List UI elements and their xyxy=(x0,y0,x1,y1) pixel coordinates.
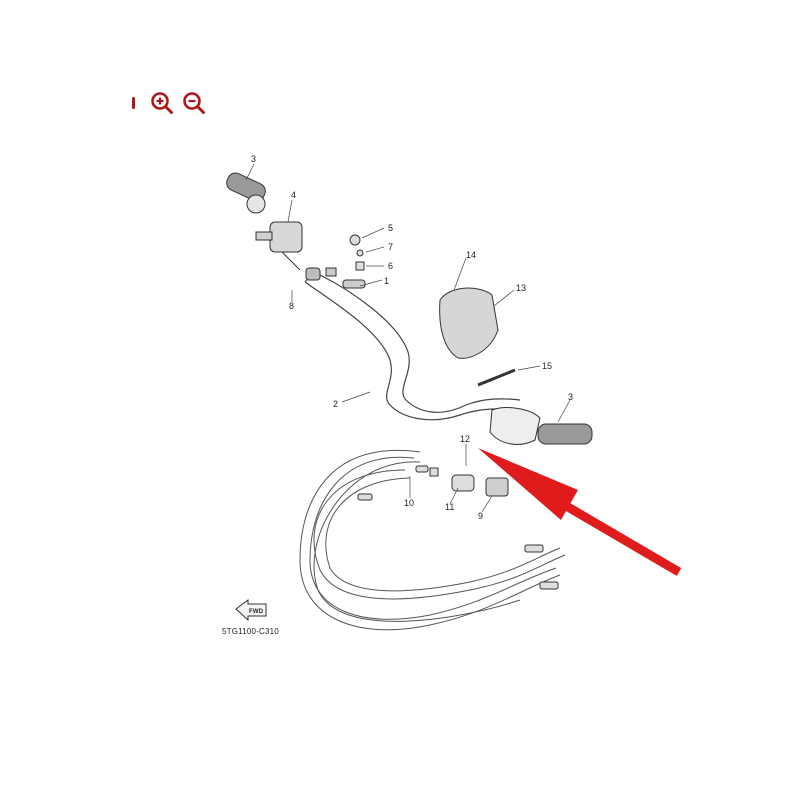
part-label: 1 xyxy=(384,276,389,286)
part-label: 14 xyxy=(466,250,476,260)
part-label: 2 xyxy=(333,399,338,409)
zoom-toolbar xyxy=(132,90,207,116)
toolbar-edge-marker xyxy=(132,97,135,109)
right-control-assembly xyxy=(429,287,593,497)
cable-ends xyxy=(357,465,559,590)
part-label: 12 xyxy=(460,434,470,444)
drawing-code: 5TG1100-C310 xyxy=(222,627,279,636)
part-label: 13 xyxy=(516,283,526,293)
part-label: 5 xyxy=(388,223,393,233)
direction-badge-label: FWD xyxy=(249,609,264,615)
part-label: 4 xyxy=(291,190,296,200)
part-label: 11 xyxy=(445,502,454,512)
zoom-out-icon[interactable] xyxy=(181,90,207,116)
left-grip-assembly xyxy=(226,172,366,289)
red-pointer-arrow xyxy=(478,448,682,576)
direction-badge: FWD xyxy=(235,599,267,622)
part-labels: 3 4 5 7 6 1 8 2 14 13 15 3 12 10 11 9 xyxy=(251,154,573,521)
part-label: 3 xyxy=(251,154,256,164)
zoom-in-icon[interactable] xyxy=(149,90,175,116)
control-cables xyxy=(299,450,566,631)
part-label: 3 xyxy=(568,392,573,402)
part-label: 8 xyxy=(289,301,294,311)
part-label: 7 xyxy=(388,242,393,252)
part-label: 10 xyxy=(404,498,414,508)
part-label: 6 xyxy=(388,261,393,271)
part-label: 9 xyxy=(478,511,483,521)
part-label: 15 xyxy=(542,361,552,371)
leader-lines xyxy=(245,163,571,513)
